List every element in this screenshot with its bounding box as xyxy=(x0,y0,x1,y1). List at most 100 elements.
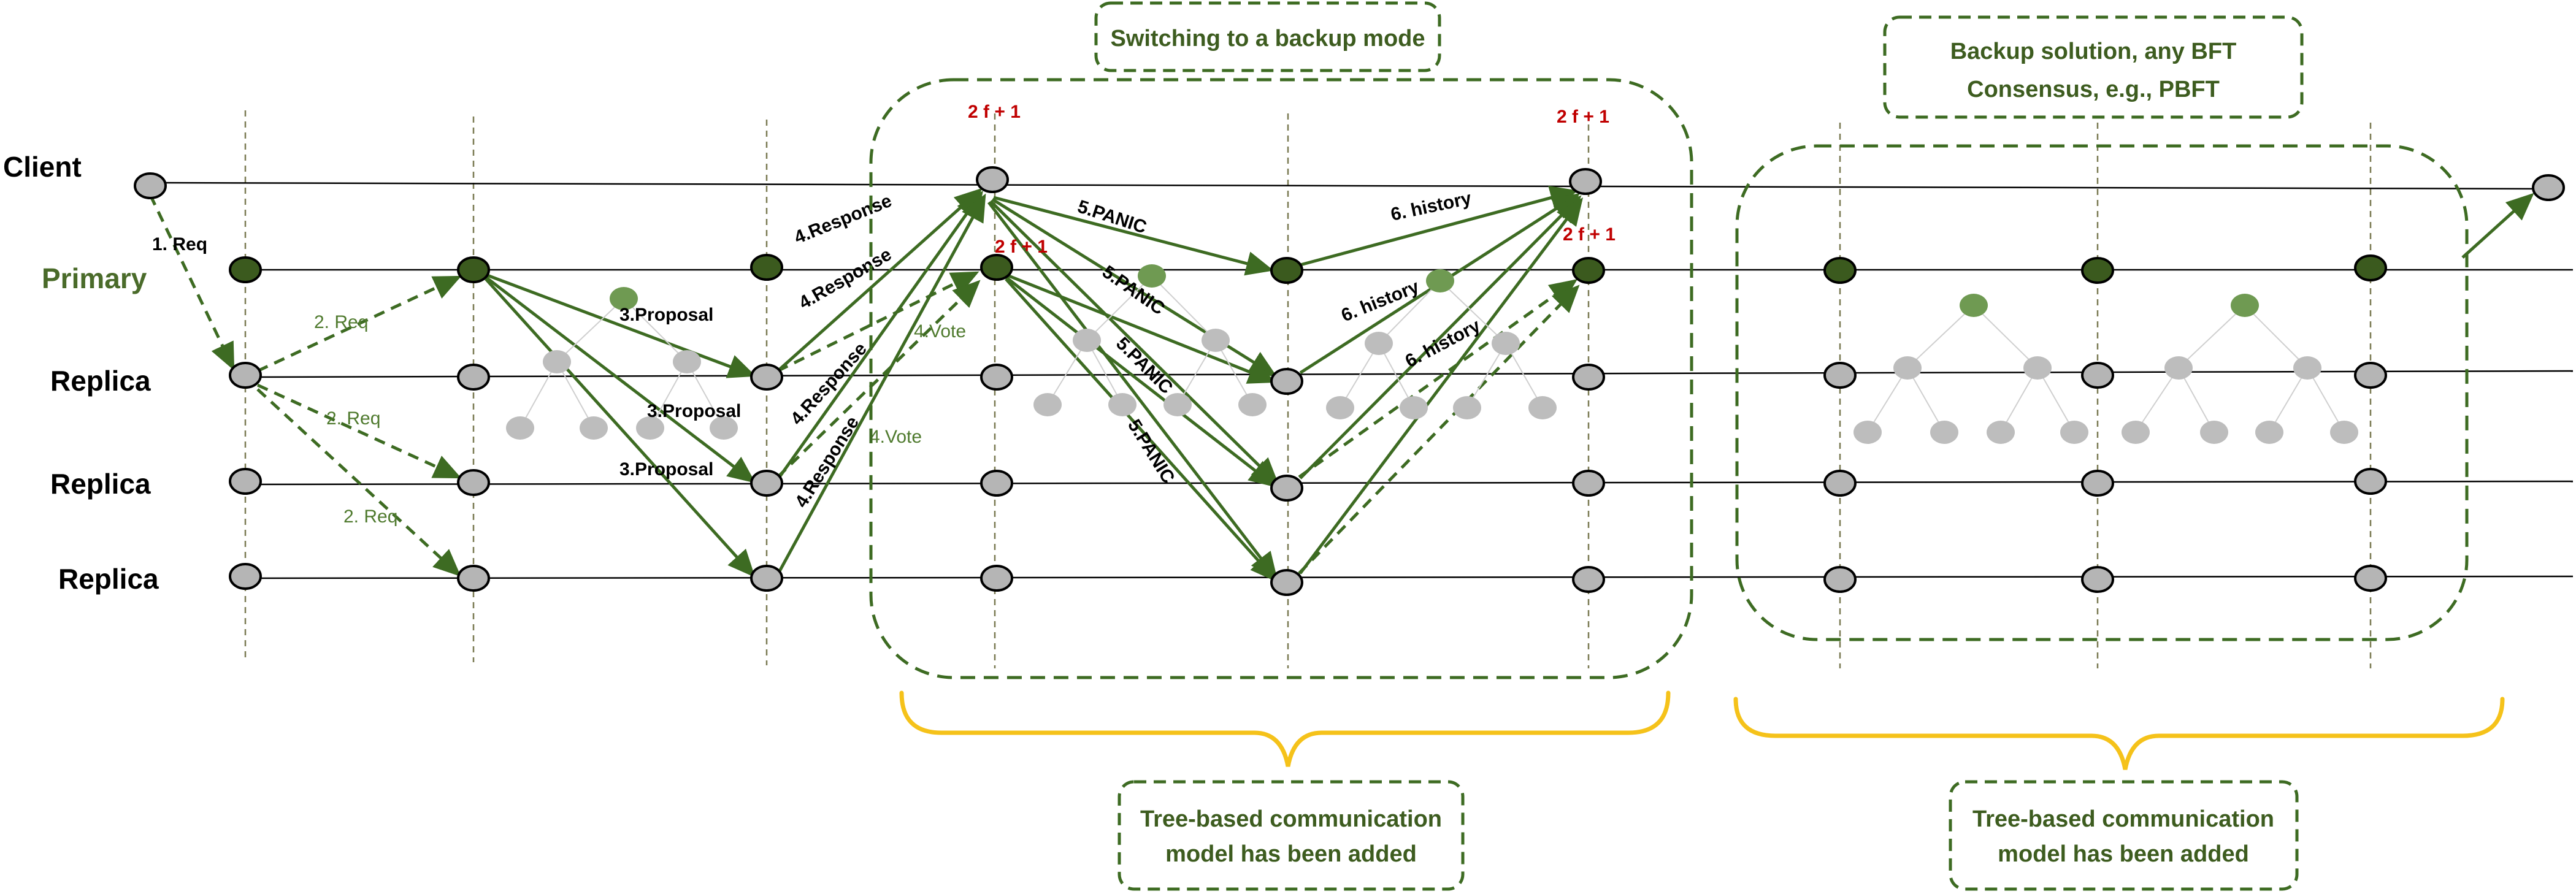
region-boxes xyxy=(869,78,2469,679)
tree-node xyxy=(2330,421,2358,444)
tree-root-node xyxy=(610,287,638,310)
arrow-backup-reply xyxy=(2461,193,2534,259)
primary-node xyxy=(457,256,490,283)
tree-node xyxy=(2293,356,2321,380)
arrow-response-a xyxy=(776,188,983,372)
tree-node xyxy=(1108,393,1137,416)
tree-node xyxy=(636,416,664,440)
tree-node xyxy=(580,416,608,440)
arrow-history-dash-a xyxy=(1298,279,1578,479)
tree-node xyxy=(1893,356,1922,380)
arrow-history-a xyxy=(1300,186,1578,267)
tree-node xyxy=(2164,356,2193,380)
replica-node xyxy=(1572,364,1605,391)
role-replica-3: Replica xyxy=(58,563,159,595)
arrow-req-2a xyxy=(256,275,462,373)
tree-node xyxy=(1202,329,1230,352)
replica-node xyxy=(1572,566,1605,593)
replica-node xyxy=(750,470,783,497)
primary-nodes xyxy=(229,254,2387,284)
arrow-proposal-c xyxy=(485,278,756,578)
arrow-req-1 xyxy=(148,194,235,371)
arrow-panic-g xyxy=(1005,278,1278,583)
primary-node xyxy=(1823,257,1857,284)
label-boxes xyxy=(1094,1,2304,891)
label-panic-a: 5.PANIC xyxy=(1075,196,1149,237)
primary-node xyxy=(750,254,783,281)
arrow-req-2c xyxy=(256,388,461,577)
tree-node xyxy=(673,350,701,373)
tree-node xyxy=(2060,421,2088,444)
replica-node xyxy=(2081,362,2114,389)
tree-node xyxy=(1853,421,1882,444)
label-req-2b: 2. Req xyxy=(326,408,380,429)
quorum-primary-a: 2 f + 1 xyxy=(995,237,1048,257)
tree-node xyxy=(1930,421,1958,444)
replica3-timeline xyxy=(242,575,2574,579)
brace-1 xyxy=(899,690,1671,767)
phase-lines xyxy=(244,110,2372,668)
tree-node xyxy=(1238,393,1267,416)
tree-node xyxy=(1326,396,1354,419)
label-req-1: 1. Req xyxy=(152,234,207,254)
tree-model-box-2 xyxy=(1949,780,2299,891)
tree-node xyxy=(1987,421,2015,444)
message-arrows xyxy=(485,186,2534,583)
tree-node xyxy=(1033,393,1062,416)
replica-node xyxy=(980,565,1013,592)
arrow-req-2b xyxy=(256,383,462,479)
brace-2 xyxy=(1733,697,2505,770)
arrow-response-b xyxy=(776,190,983,481)
arrow-panic-a xyxy=(993,196,1274,276)
quorum-client-b: 2 f + 1 xyxy=(1557,107,1609,127)
tree-backup xyxy=(1867,305,2345,433)
replica-node xyxy=(980,364,1013,391)
tree-root-node xyxy=(1426,269,1454,292)
replica-node xyxy=(1572,470,1605,497)
label-proposal-a: 3.Proposal xyxy=(619,305,713,325)
label-proposal-c: 3.Proposal xyxy=(619,459,713,479)
arrow-response-c xyxy=(776,193,986,576)
role-replica-2: Replica xyxy=(50,468,151,500)
tree-left-b xyxy=(1047,275,1543,408)
backup-solution-box xyxy=(1883,15,2304,119)
tree-node xyxy=(1365,332,1393,355)
label-req-2c: 2. Req xyxy=(343,506,397,527)
label-response-a: 4.Response xyxy=(791,191,895,248)
primary-node xyxy=(229,256,262,283)
tree-nodes-left xyxy=(506,264,1557,440)
replica-node xyxy=(1823,362,1857,389)
tree-1-text-line2: model has been added xyxy=(1165,841,1417,867)
replica-node xyxy=(229,362,262,389)
tree-1-text-line1: Tree-based communication xyxy=(1140,806,1442,832)
tree-node xyxy=(1073,329,1101,352)
arrow-proposal-b xyxy=(485,276,756,484)
label-history-a: 6. history xyxy=(1389,188,1474,225)
replica-node xyxy=(457,364,490,391)
client-nodes xyxy=(134,166,2565,201)
arrow-panic-d xyxy=(987,201,1278,580)
quorum-client-a: 2 f + 1 xyxy=(968,102,1021,122)
tree-2-text-line1: Tree-based communication xyxy=(1972,806,2274,832)
tree-node xyxy=(543,350,571,373)
braces xyxy=(899,690,2505,770)
role-client: Client xyxy=(3,151,82,183)
label-panic-d: 5.PANIC xyxy=(1124,416,1179,487)
quorum-primary-b: 2 f + 1 xyxy=(1563,224,1616,245)
client-node xyxy=(1569,168,1602,195)
backup-text-line1: Backup solution, any BFT xyxy=(1950,39,2237,64)
tree-model-box-1 xyxy=(1117,780,1465,891)
tree-node xyxy=(1492,332,1520,355)
replica-node xyxy=(1270,569,1303,596)
replica-nodes xyxy=(229,362,2387,596)
replica-node xyxy=(750,565,783,592)
tree-root-node xyxy=(2231,294,2259,317)
primary-node xyxy=(1270,257,1303,284)
replica-node xyxy=(1823,470,1857,497)
role-primary: Primary xyxy=(42,262,147,294)
tree-node xyxy=(1453,396,1481,419)
role-replica-1: Replica xyxy=(50,365,151,397)
switching-box xyxy=(1094,1,1441,72)
replica-node xyxy=(2081,566,2114,593)
